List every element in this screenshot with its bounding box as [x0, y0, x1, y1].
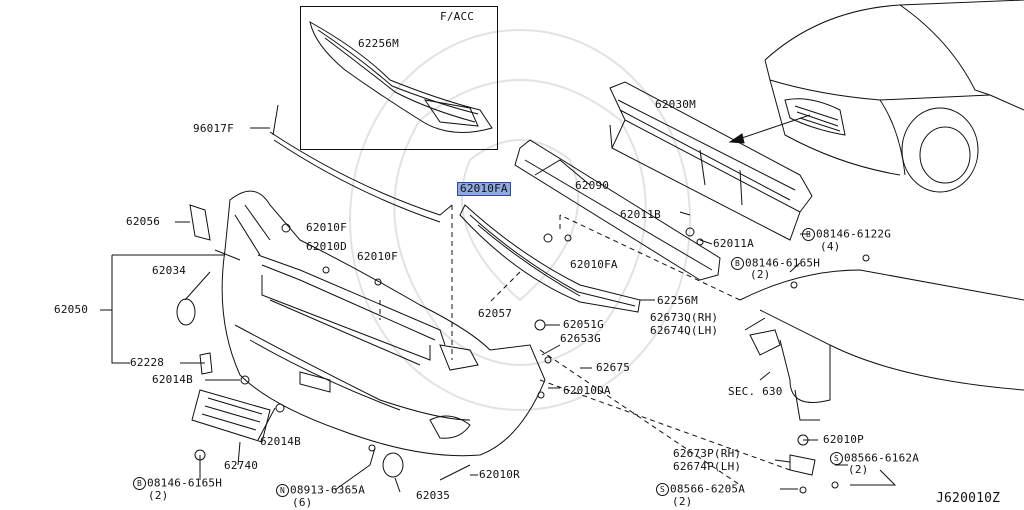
bumper-fascia-drawing: [214, 190, 546, 457]
part-62030m[interactable]: 62030M: [655, 98, 696, 111]
part-62014b-b[interactable]: 62014B: [260, 435, 301, 448]
part-62228[interactable]: 62228: [130, 356, 165, 369]
part-62674q[interactable]: 62674Q(LH): [650, 324, 719, 337]
part-62035[interactable]: 62035: [416, 489, 451, 502]
diagram-reference-id: J620010Z: [936, 491, 1001, 506]
fender-outline: [739, 269, 1024, 301]
nut-symbol-icon: N: [276, 484, 289, 497]
vehicle-outline: [764, 0, 1024, 193]
part-62673p[interactable]: 62673P(RH): [673, 447, 742, 460]
part-62034[interactable]: 62034: [152, 264, 187, 277]
part-62090[interactable]: 62090: [575, 179, 610, 192]
part-62675[interactable]: 62675: [596, 361, 631, 374]
part-62256m[interactable]: 62256M: [657, 294, 698, 307]
fastener-qty: (2): [148, 489, 169, 502]
screw-symbol-icon: S: [830, 452, 843, 465]
part-62010p[interactable]: 62010P: [823, 433, 864, 446]
part-62011a[interactable]: 62011A: [713, 237, 754, 250]
reinforcement-62030m-drawing: [609, 81, 813, 241]
absorber-62090-drawing: [514, 139, 721, 281]
bracket-62228-drawing: [199, 352, 213, 375]
molding-96017f-drawing: [269, 131, 453, 216]
part-62057[interactable]: 62057: [478, 307, 513, 320]
inset-label: F/ACC: [440, 10, 475, 23]
part-62740[interactable]: 62740: [224, 459, 259, 472]
part-62010da[interactable]: 62010DA: [563, 384, 611, 397]
cap-62034-drawing: [176, 298, 196, 326]
fastener-qty: (2): [750, 268, 771, 281]
bracket-62673p-drawing: [789, 454, 816, 476]
arrow-line: [729, 114, 811, 143]
part-62010fa[interactable]: 62010FA: [570, 258, 618, 271]
fastener-qty: (2): [672, 495, 693, 508]
fastener-qty: (2): [848, 463, 869, 476]
arrow-head: [728, 133, 745, 144]
leader-lines: [100, 127, 897, 493]
part-62256m-inset[interactable]: 62256M: [358, 37, 399, 50]
part-62014b-a[interactable]: 62014B: [152, 373, 193, 386]
part-62010r[interactable]: 62010R: [479, 468, 520, 481]
part-62050[interactable]: 62050: [54, 303, 89, 316]
inset-grille-drawing: [309, 21, 493, 133]
part-62653g[interactable]: 62653G: [560, 332, 601, 345]
part-62673q[interactable]: 62673Q(RH): [650, 311, 719, 324]
part-62010f-b[interactable]: 62010F: [357, 250, 398, 263]
cap-62035-drawing: [382, 452, 404, 478]
screw-symbol-icon: S: [656, 483, 669, 496]
part-62056[interactable]: 62056: [126, 215, 161, 228]
part-62674p[interactable]: 62674P(LH): [673, 460, 742, 473]
inset-box-f-acc: [300, 6, 498, 150]
grille-62256m-drawing: [459, 204, 641, 313]
bracket-62673q-drawing: [749, 329, 781, 356]
fastener-qty: (6): [292, 496, 313, 509]
section-630[interactable]: SEC. 630: [728, 385, 783, 398]
part-62011b[interactable]: 62011B: [620, 208, 661, 221]
part-62010fa-highlighted[interactable]: 62010FA: [457, 182, 511, 196]
part-62010d[interactable]: 62010D: [306, 240, 347, 253]
bracket-62056-drawing: [189, 204, 211, 241]
part-62051g[interactable]: 62051G: [563, 318, 604, 331]
bolt-symbol-icon: B: [802, 228, 815, 241]
part-96017f[interactable]: 96017F: [193, 122, 234, 135]
part-62010f-a[interactable]: 62010F: [306, 221, 347, 234]
fasteners-drawing: [194, 223, 870, 494]
bolt-symbol-icon: B: [731, 257, 744, 270]
fastener-qty: (4): [820, 240, 841, 253]
bolt-symbol-icon: B: [133, 477, 146, 490]
license-bracket-drawing: [191, 389, 271, 443]
